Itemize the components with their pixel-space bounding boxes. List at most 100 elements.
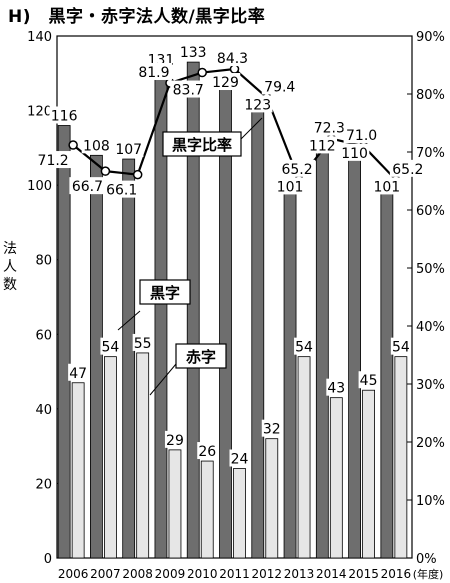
rate-point	[132, 169, 143, 180]
red-annotation-box	[175, 343, 227, 369]
bar-red	[265, 438, 279, 559]
bar-red-value-label: 29	[166, 433, 184, 449]
y-left-tick-label: 40	[35, 403, 52, 418]
bar-black-label-bg	[339, 143, 370, 161]
bar-red	[104, 356, 117, 559]
rate-value-label: 83.7	[173, 83, 204, 99]
bar-red-label-bg	[197, 442, 218, 460]
rate-label-bg	[103, 180, 140, 198]
bar-red-value-label: 32	[263, 422, 281, 438]
bar-black	[186, 61, 200, 559]
y-left-tick-label: 20	[35, 477, 52, 492]
rate-value-label: 84.3	[217, 51, 248, 67]
x-tick-label: 2012	[251, 567, 282, 581]
bar-black	[283, 181, 297, 559]
y-right-tick-label: 70%	[416, 146, 445, 161]
bar-red-value-label: 43	[327, 381, 345, 397]
x-tick-label: 2016	[381, 567, 412, 581]
bar-red	[297, 356, 311, 559]
bar-black	[251, 98, 265, 559]
x-tick-label: 2010	[187, 567, 218, 581]
rate-annotation-leader	[237, 117, 263, 143]
bar-red-label-bg	[358, 371, 379, 389]
bar-black-value-label: 116	[51, 108, 78, 124]
bar-black-label-bg	[243, 95, 273, 113]
bar-black-value-label: 101	[277, 179, 304, 195]
y-right-tick-label: 20%	[416, 436, 445, 451]
bar-red	[233, 468, 246, 559]
bar-black	[90, 154, 103, 559]
rate-label-bg	[389, 159, 426, 177]
red-annotation-label: 赤字	[186, 348, 216, 366]
y-left-tick-label: 80	[35, 254, 52, 269]
bar-red-value-label: 45	[360, 373, 378, 389]
y-right-tick-label: 60%	[416, 204, 445, 219]
bar-red-label-bg	[390, 337, 411, 355]
bar-black-value-label: 133	[180, 45, 207, 61]
bar-black-value-label: 107	[115, 142, 142, 158]
bar-red-label-bg	[229, 449, 250, 467]
rate-value-label: 72.3	[314, 121, 345, 137]
bar-black-value-label: 110	[341, 146, 368, 162]
bar-red-label-bg	[68, 363, 89, 381]
bar-black	[380, 181, 394, 559]
bar-black-label-bg	[113, 140, 144, 158]
black-annotation-label: 黒字	[150, 284, 180, 302]
x-tick-label: 2008	[122, 567, 153, 581]
x-tick-label: 2015	[348, 567, 379, 581]
bar-red	[136, 352, 150, 559]
bar-black-label-bg	[81, 136, 112, 154]
bar-red	[71, 382, 85, 559]
bar-black-label-bg	[307, 136, 338, 154]
rate-annotation-box	[162, 131, 242, 157]
y-right-tick-label: 0%	[416, 552, 437, 567]
rate-point	[68, 140, 78, 150]
rate-label-bg	[279, 159, 316, 177]
bar-red	[362, 389, 375, 559]
rate-value-label: 66.7	[72, 179, 103, 195]
rate-label-bg	[343, 126, 380, 144]
x-tick-label: 2011	[219, 567, 250, 581]
bar-black-value-label: 129	[212, 75, 239, 91]
bar-red	[200, 460, 214, 559]
bar-red-value-label: 47	[69, 366, 87, 382]
bar-red-value-label: 26	[198, 444, 216, 460]
y-right-tick-label: 50%	[416, 262, 445, 277]
bar-black-label-bg	[178, 43, 208, 61]
bar-black-label-bg	[49, 106, 79, 124]
bar-red-label-bg	[100, 337, 121, 355]
bar-red-value-label: 54	[101, 340, 119, 356]
y-left-tick-label: 100	[27, 179, 52, 194]
rate-value-label: 65.2	[392, 162, 423, 178]
rate-label-bg	[69, 177, 106, 195]
rate-label-bg	[261, 77, 298, 95]
rate-label-bg	[35, 151, 72, 169]
rate-value-label: 81.9	[138, 65, 169, 81]
chart-title: H) 黒字・赤字法人数/黒字比率	[8, 7, 266, 27]
bar-red-label-bg	[294, 337, 315, 355]
bar-red	[394, 356, 408, 559]
bar-black-label-bg	[372, 177, 402, 195]
rate-label-bg	[135, 62, 172, 80]
y-left-tick-label: 120	[27, 105, 52, 120]
y-right-tick-label: 40%	[416, 320, 445, 335]
rate-label-bg	[214, 49, 251, 67]
bar-red-value-label: 24	[231, 452, 249, 468]
red-annotation-leader	[149, 363, 177, 396]
bar-black	[348, 147, 361, 559]
rate-value-label: 71.2	[38, 153, 69, 169]
y-left-tick-label: 60	[35, 328, 52, 343]
rate-point	[197, 67, 207, 78]
rate-value-label: 79.4	[264, 79, 295, 95]
x-tick-label: 2013	[284, 567, 315, 581]
bar-red-value-label: 54	[392, 340, 410, 356]
bar-black-label-bg	[210, 73, 241, 91]
bar-black	[122, 158, 136, 559]
y-right-tick-label: 10%	[416, 494, 445, 509]
x-tick-label: 2006	[58, 567, 89, 581]
rate-label-bg	[311, 118, 348, 136]
x-unit-label: (年度)	[413, 567, 444, 581]
bar-black-value-label: 123	[244, 97, 271, 113]
rate-point	[100, 166, 111, 176]
y-left-tick-label: 0	[44, 552, 52, 567]
